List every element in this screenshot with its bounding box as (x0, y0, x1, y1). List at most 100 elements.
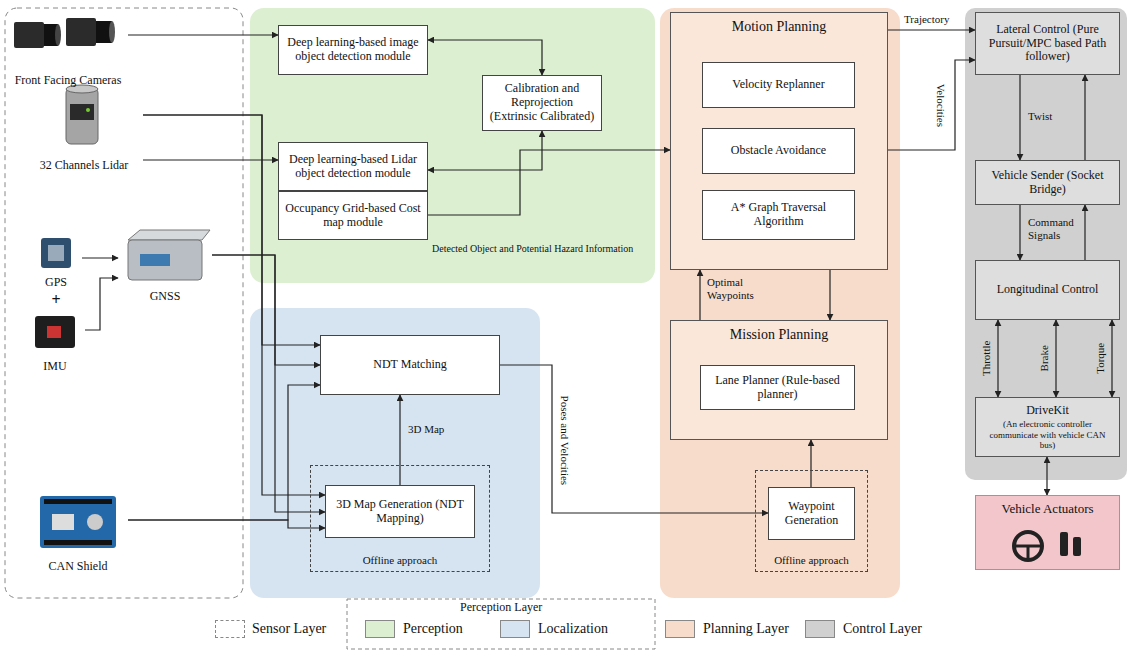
connector-arrow (888, 60, 975, 150)
node-text: Front Facing Cameras (15, 74, 122, 88)
connector-arrow (428, 40, 542, 75)
gnss-icon (128, 230, 210, 280)
node-text: Motion Planning (732, 19, 827, 35)
connector-arrow (699, 270, 700, 320)
connector-arrow (1084, 75, 1085, 160)
can-board (40, 496, 116, 548)
process-box: Deep learning-based Lidar object detecti… (278, 142, 428, 191)
node-text: Deep learning-based Lidar object detecti… (284, 153, 422, 181)
node-text: Calibration and Reprojection (Extrinsic … (488, 82, 596, 123)
lidar-window (70, 104, 94, 120)
connector-arrow (810, 440, 811, 487)
legend-text: Localization (538, 620, 608, 638)
connector-arrow (212, 255, 325, 512)
connector-arrow (1084, 205, 1085, 260)
process-box: A* Graph Traversal Algorithm (702, 190, 855, 240)
process-box: Waypoint Generation (768, 487, 855, 540)
legend-swatch (665, 620, 695, 638)
sensor-layer-region (5, 8, 243, 598)
pedal (1073, 537, 1081, 556)
process-box: Deep learning-based image object detecti… (278, 25, 428, 75)
edge-label: Torque (1094, 340, 1107, 375)
edge-label: Twist (1026, 110, 1054, 123)
connector-arrow (888, 29, 975, 30)
legend-swatch (500, 620, 530, 638)
process-box: 3D Map Generation (NDT Mapping) (325, 485, 475, 538)
annotation-label: + (50, 291, 63, 309)
connector-arrow (428, 150, 670, 215)
gnss-body (128, 240, 202, 280)
connector-arrow (143, 159, 278, 160)
connector-arrow (128, 385, 320, 520)
node-text: Occupancy Grid-based Cost map module (284, 202, 422, 230)
pedal (1060, 532, 1068, 556)
connector-arrow (1055, 320, 1056, 397)
connector-arrow (997, 320, 998, 397)
annotation-label: Perception Layer (458, 601, 544, 615)
steering-wheel (1014, 532, 1042, 560)
camera-lens-front (55, 24, 61, 46)
lidar-body (66, 88, 98, 144)
node-text: (An electronic controller communicate wi… (981, 419, 1114, 450)
node-text: Longitudinal Control (997, 283, 1099, 297)
connector-arrow (212, 255, 320, 365)
control-box: Vehicle Sender (Socket Bridge) (975, 160, 1120, 205)
camera-body (14, 22, 44, 48)
gnss-top (128, 230, 210, 240)
node-text: Vehicle Sender (Socket Bridge) (981, 169, 1114, 197)
control-box: Longitudinal Control (975, 260, 1120, 320)
sensor-node: GNSS (118, 228, 212, 304)
edge-label: Optimal Waypoints (705, 276, 775, 301)
actuator-icons (976, 526, 1121, 566)
edge-label: Trajectory (902, 13, 951, 26)
node-text: 3D Map Generation (NDT Mapping) (331, 498, 469, 526)
node-text: Deep learning-based image object detecti… (284, 36, 422, 64)
offline-group: Offline approachWaypoint Generation (755, 470, 868, 572)
legend-swatch (365, 620, 395, 638)
connector-arrow (1019, 75, 1020, 160)
offline-group: Offline approach3D Map Generation (NDT M… (310, 465, 490, 572)
actuator-box: Vehicle Actuators (975, 495, 1120, 570)
edge-label: Detected Object and Potential Hazard Inf… (430, 243, 635, 255)
connector-arrow (1019, 205, 1020, 260)
legend-text: Perception (403, 620, 463, 638)
can-shield-icon (40, 496, 116, 548)
node-text: Lane Planner (Rule-based planner) (706, 374, 849, 402)
process-box: Velocity Replanner (702, 62, 855, 108)
connector-arrow (1046, 457, 1047, 495)
connector-arrow (128, 34, 278, 35)
sensor-node: IMU (25, 310, 85, 374)
planning-module: Mission PlanningLane Planner (Rule-based… (670, 320, 888, 440)
process-box: Calibration and Reprojection (Extrinsic … (482, 75, 602, 131)
control-box: DriveKit(An electronic controller commun… (975, 397, 1120, 457)
node-text: IMU (43, 360, 66, 374)
sensor-node: Front Facing Cameras (8, 10, 128, 88)
planning-module: Motion PlanningVelocity ReplannerObstacl… (670, 12, 888, 270)
lidar-led (86, 108, 90, 112)
node-text: Velocity Replanner (732, 78, 824, 92)
imu-board (35, 316, 75, 348)
edge-label: 3D Map (406, 423, 446, 436)
steering-spokes (1014, 546, 1042, 560)
can-header (44, 540, 112, 545)
legend-text: Sensor Layer (252, 620, 326, 638)
connector-arrow (1111, 320, 1112, 397)
can-chip (52, 514, 74, 530)
camera-body (66, 18, 96, 46)
sensor-node: CAN Shield (28, 492, 128, 574)
node-text: A* Graph Traversal Algorithm (708, 201, 849, 229)
legend-swatch (215, 620, 245, 638)
node-text: Vehicle Actuators (1001, 502, 1093, 517)
edge-label: Throttle (980, 338, 993, 377)
process-box: Obstacle Avoidance (702, 128, 855, 174)
connector-arrow (128, 520, 325, 528)
lidar-icon (66, 85, 98, 144)
process-box: NDT Matching (320, 335, 500, 395)
connector-arrow (85, 278, 118, 330)
connector-arrow (399, 395, 400, 485)
node-text: DriveKit (1026, 404, 1069, 418)
node-text: Lateral Control (Pure Pursuit/MPC based … (981, 23, 1114, 64)
gps-icon (41, 238, 71, 268)
gps-board (41, 238, 71, 268)
